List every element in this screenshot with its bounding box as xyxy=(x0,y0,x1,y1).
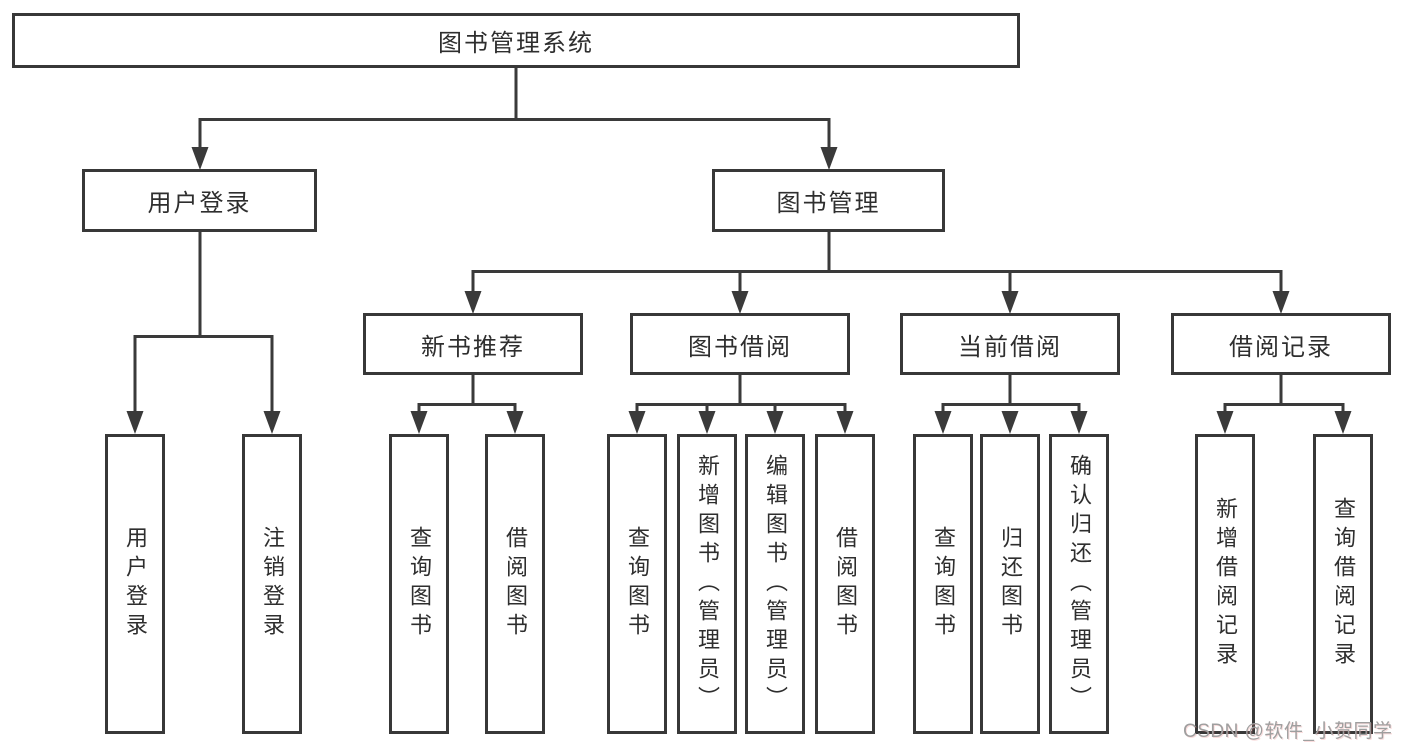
leaf-borrow-books-recommend: 借阅图书 xyxy=(485,434,545,734)
leaf-borrow-books-borrowing: 借阅图书 xyxy=(815,434,875,734)
leaf-query-books-current: 查询图书 xyxy=(913,434,973,734)
connector-edges xyxy=(133,68,1345,412)
node-book-borrowing: 图书借阅 xyxy=(630,313,850,375)
node-user-login: 用户登录 xyxy=(82,169,317,232)
leaf-query-borrow-record: 查询借阅记录 xyxy=(1313,434,1373,734)
node-new-book-recommendation: 新书推荐 xyxy=(363,313,583,375)
csdn-watermark: CSDN @软件_小贺同学 xyxy=(1183,721,1393,742)
leaf-add-book-admin: 新增图书（管理员） xyxy=(677,434,737,734)
leaf-edit-book-admin: 编辑图书（管理员） xyxy=(745,434,805,734)
node-book-management: 图书管理 xyxy=(712,169,945,232)
leaf-query-books-recommend: 查询图书 xyxy=(389,434,449,734)
leaf-add-borrow-record: 新增借阅记录 xyxy=(1195,434,1255,734)
leaf-query-books-borrowing: 查询图书 xyxy=(607,434,667,734)
node-borrowing-records: 借阅记录 xyxy=(1171,313,1391,375)
leaf-confirm-return-admin: 确认归还（管理员） xyxy=(1049,434,1109,734)
node-current-borrowing: 当前借阅 xyxy=(900,313,1120,375)
leaf-return-book: 归还图书 xyxy=(980,434,1040,734)
node-library-management-system: 图书管理系统 xyxy=(12,13,1020,68)
leaf-logout: 注销登录 xyxy=(242,434,302,734)
leaf-user-login: 用户登录 xyxy=(105,434,165,734)
